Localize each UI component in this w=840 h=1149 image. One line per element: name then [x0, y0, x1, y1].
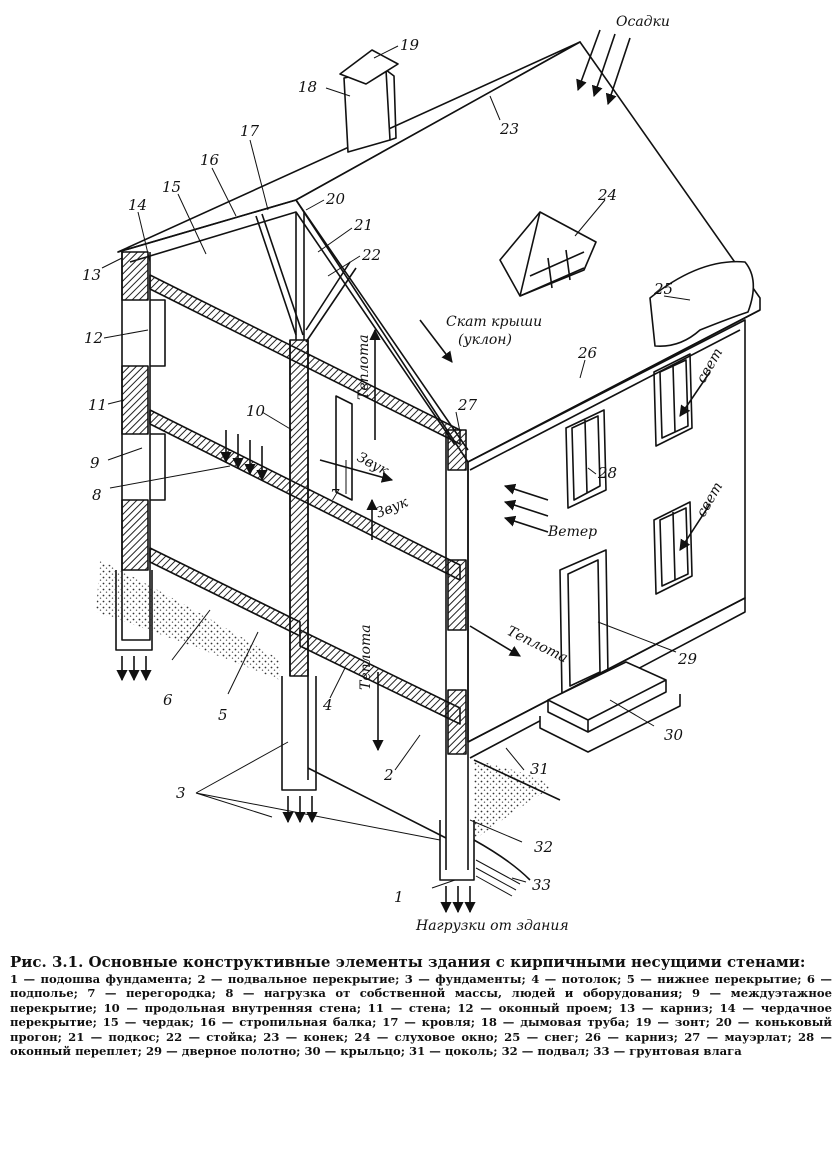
num-11: 11	[88, 396, 107, 414]
right-foundation	[439, 820, 475, 881]
partition	[335, 395, 353, 501]
num-33: 33	[532, 876, 551, 894]
num-31: 31	[530, 760, 549, 778]
chimney-cap	[339, 49, 399, 85]
soil-right	[474, 760, 550, 840]
cornice-26	[469, 329, 741, 471]
num-18: 18	[298, 78, 317, 96]
dormer-window	[499, 211, 597, 297]
num-30: 30	[664, 726, 684, 744]
right-wall-outline	[445, 430, 469, 870]
window-upper-right	[653, 353, 693, 447]
window-lower-right	[653, 501, 693, 595]
num-28: 28	[597, 464, 617, 482]
num-22: 22	[361, 246, 381, 264]
num-12: 12	[84, 329, 103, 347]
num-10: 10	[246, 402, 266, 420]
wind-arrow-1	[503, 483, 549, 501]
inner-wall	[289, 339, 309, 677]
num-8: 8	[92, 486, 102, 504]
roof-slope-arrow	[419, 319, 453, 363]
sound-arrow	[319, 459, 394, 483]
left-wall-low	[121, 499, 149, 571]
leader-lines	[101, 45, 691, 889]
caption-list: 1 — подошва фундамента; 2 — подвальное п…	[10, 971, 832, 1059]
wind-arrow-3	[503, 515, 549, 533]
label-roof-slope-2: (уклон)	[458, 332, 512, 348]
window-upper-left	[565, 409, 607, 509]
numbers: 1 2 3 4 5 6 7 8 9 10 11 12 13 14 15 16 1…	[82, 36, 698, 906]
num-5: 5	[218, 706, 228, 724]
right-wall-top	[447, 429, 467, 471]
building-drawing	[96, 41, 761, 897]
label-sound-2: Звук	[374, 494, 412, 522]
num-19: 19	[400, 36, 420, 54]
basement-wall	[307, 676, 447, 839]
snow	[649, 260, 755, 347]
num-15: 15	[162, 178, 181, 196]
num-16: 16	[200, 151, 220, 169]
num-25: 25	[653, 280, 673, 298]
num-4: 4	[322, 696, 333, 714]
wind-arrow-2	[503, 499, 549, 517]
num-29: 29	[677, 650, 698, 668]
label-precipitation: Осадки	[616, 14, 670, 30]
num-27: 27	[457, 396, 478, 414]
num-2: 2	[383, 766, 394, 784]
inner-foundation	[281, 676, 317, 791]
num-32: 32	[534, 838, 553, 856]
porch	[539, 661, 681, 753]
precip-arrow-3	[605, 37, 631, 106]
right-wall-low	[447, 689, 467, 755]
num-26: 26	[577, 344, 598, 362]
right-wall-mid	[447, 559, 467, 631]
ground-water	[475, 859, 521, 897]
label-loads: Нагрузки от здания	[415, 918, 569, 934]
arrows	[116, 29, 711, 914]
num-21: 21	[353, 216, 373, 234]
num-3: 3	[176, 784, 186, 802]
soil-left	[96, 560, 280, 680]
left-wall-top	[121, 251, 149, 301]
inner-wall-outline	[289, 340, 309, 676]
left-wall-outline	[121, 252, 166, 641]
num-23: 23	[499, 120, 519, 138]
num-7: 7	[330, 486, 340, 504]
figure-caption: Рис. 3.1. Основные конструктивные элемен…	[10, 955, 832, 1059]
num-24: 24	[597, 186, 617, 204]
building-cross-section-diagram: 1 2 3 4 5 6 7 8 9 10 11 12 13 14 15 16 1…	[82, 14, 761, 934]
left-wall-mid	[121, 365, 149, 435]
num-9: 9	[90, 454, 100, 472]
label-heat-upper: Теплота	[356, 334, 372, 400]
heat-outside-arrow	[469, 625, 521, 657]
num-6: 6	[163, 691, 173, 709]
ground-line	[473, 759, 561, 881]
rafter-beam	[117, 199, 469, 451]
num-20: 20	[325, 190, 346, 208]
num-13: 13	[82, 266, 101, 284]
num-1: 1	[394, 888, 404, 906]
brace	[305, 261, 357, 343]
label-roof-slope: Скат крыши	[446, 314, 542, 330]
chimney-side	[385, 69, 397, 141]
caption-title: Рис. 3.1. Основные конструктивные элемен…	[10, 953, 806, 971]
light-arrow-lower	[679, 503, 711, 551]
label-wind: Ветер	[547, 524, 597, 540]
dormer-frame	[519, 211, 585, 297]
precip-arrow-1	[576, 29, 601, 92]
num-14: 14	[128, 196, 147, 214]
precip-arrow-2	[591, 33, 616, 98]
light-arrow-upper	[679, 371, 711, 417]
post	[295, 212, 305, 340]
num-17: 17	[240, 122, 260, 140]
label-heat-lower: Теплота	[358, 624, 374, 690]
